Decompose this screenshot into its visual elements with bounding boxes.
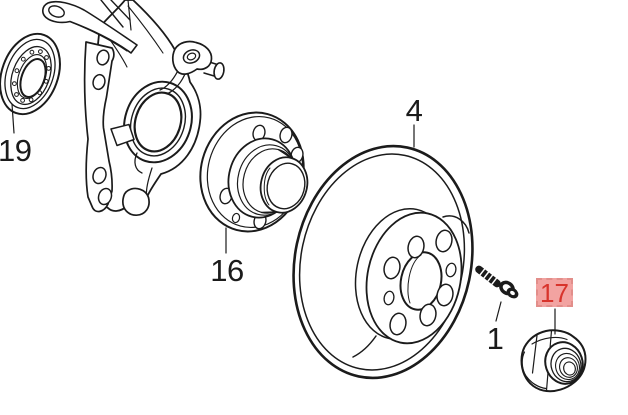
callout-16[interactable]: 16: [210, 253, 244, 288]
callout-17-selected[interactable]: 17: [536, 278, 573, 307]
leader-lines: [11, 0, 556, 335]
bolt-drawing: [475, 265, 519, 299]
wheel-bearing-drawing: [0, 32, 61, 116]
leader-1: [495, 301, 502, 322]
callout-19[interactable]: 19: [0, 133, 32, 168]
brake-disc-drawing: [292, 144, 474, 380]
leader-19: [11, 103, 15, 134]
steering-knuckle-drawing: [42, 0, 225, 217]
leader-offscreen-label: [127, 0, 132, 31]
callout-4[interactable]: 4: [405, 93, 423, 128]
wheel-hub-drawing: [199, 111, 309, 233]
callout-1[interactable]: 1: [486, 321, 504, 356]
hex-nut-drawing: [520, 329, 587, 393]
